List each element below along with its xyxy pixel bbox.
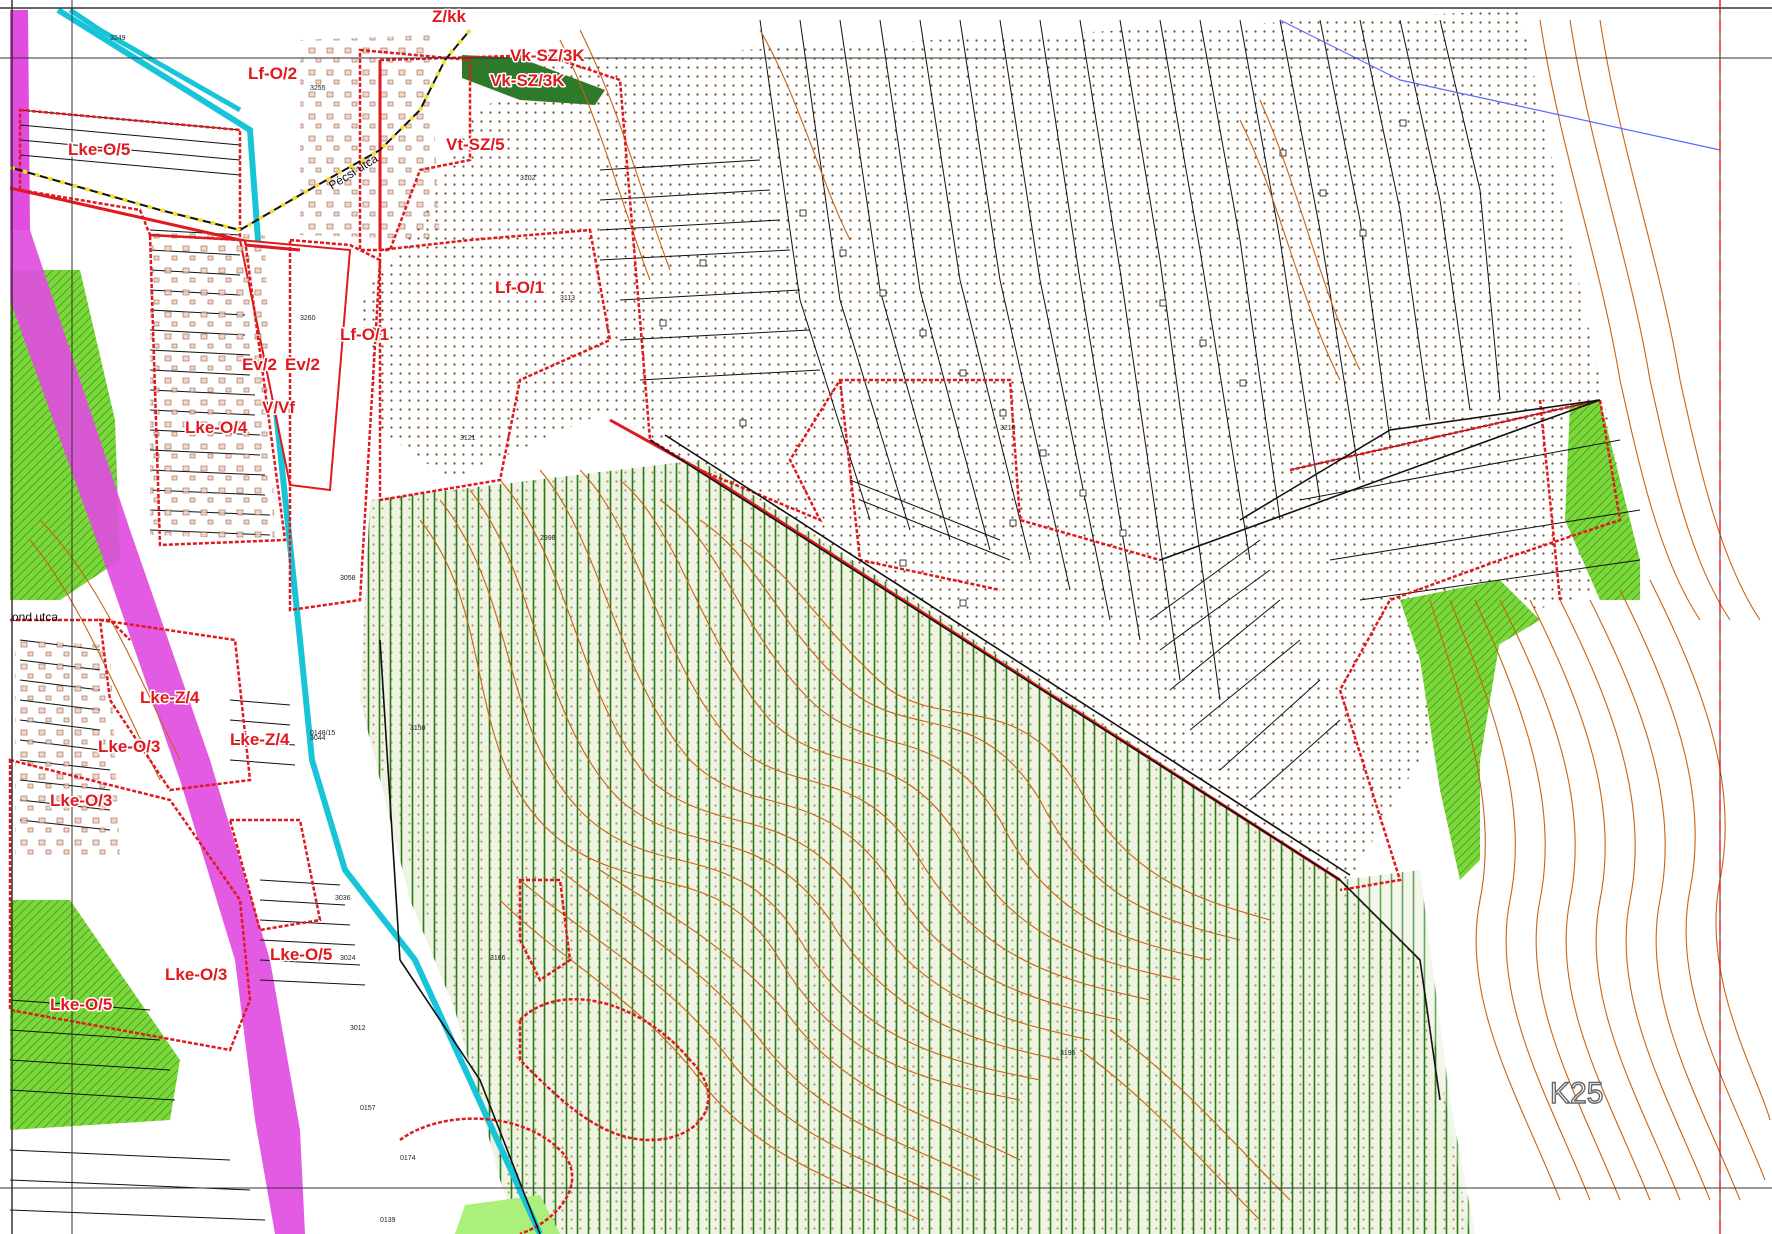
zone-label-vk-sz-3k: Vk-SZ/3K [490, 71, 565, 90]
zone-label-lf-o-1: Lf-O/1 [495, 278, 544, 297]
zone-label-v-vf: V/Vf [262, 398, 295, 417]
zone-label-ev-2: Ev/2 [242, 355, 277, 374]
zone-label-lke-o-5: Lke-O/5 [68, 140, 130, 159]
zone-label-vt-sz-5: Vt-SZ/5 [446, 135, 505, 154]
road-corridor [10, 230, 305, 1234]
utility-line [1279, 19, 1721, 151]
parcel-lines-east [599, 19, 1641, 801]
parcel-number: 3044 [310, 735, 326, 742]
zone-label-lke-z-4: Lke-Z/4 [230, 730, 290, 749]
zone-label-lke-z-4: Lke-Z/4 [140, 688, 200, 707]
buildings-west [150, 230, 275, 540]
sheet-index-label: K25 [1550, 1077, 1603, 1110]
parcel-number: 3260 [300, 315, 316, 322]
zone-label-lke-o-4: Lke-O/4 [185, 418, 248, 437]
parcel-number: 0157 [360, 1105, 376, 1112]
parcel-number: 3210 [1000, 425, 1016, 432]
contour-lines [29, 19, 1771, 1221]
zone-boundaries [8, 48, 1622, 1234]
parcel-number: 3196 [1060, 1050, 1076, 1057]
zone-label-z-kk: Z/kk [432, 7, 467, 26]
road-edges [379, 399, 1601, 1234]
parcel-number: 0174 [400, 1155, 416, 1162]
parcel-number: 2998 [540, 535, 556, 542]
parcel-number: 3255 [310, 85, 326, 92]
water-channel-upper [68, 7, 242, 113]
parcel-number: 0148/15 [310, 730, 335, 737]
parcel-number: 3249 [110, 35, 126, 42]
channel-strip [238, 238, 352, 492]
green-strip-east-3 [1420, 640, 1500, 880]
zone-label-ev-2: Ev/2 [285, 355, 320, 374]
buildings-north [300, 35, 440, 240]
zone-label-vk-sz-3k: Vk-SZ/3K [510, 46, 585, 65]
zone-label-lf-o-2: Lf-O/2 [248, 64, 297, 83]
zone-label-lke-o-5: Lke-O/5 [270, 945, 332, 964]
parcel-number-labels: 3249 3255 3260 3102 3113 3121 3058 3044 … [110, 35, 1076, 1224]
dark-green-plot [462, 55, 605, 105]
parcel-number: 3036 [335, 895, 351, 902]
zone-label-lke-o-3: Lke-O/3 [50, 791, 112, 810]
green-strip-east-2 [1400, 580, 1540, 660]
zone-label-lke-o-3: Lke-O/3 [98, 737, 160, 756]
parcel-number: 3102 [520, 175, 536, 182]
parcel-number: 3150 [410, 725, 426, 732]
water-channel [56, 7, 543, 1234]
settlement-boundary-dots [10, 28, 472, 233]
street-label-fond: ond utca [12, 610, 58, 624]
forest-dot-overlay [360, 460, 1470, 1234]
parcel-number: 3012 [350, 1025, 366, 1032]
parcel-number: 0139 [380, 1217, 396, 1224]
parcel-number: 3113 [560, 295, 575, 302]
zone-label-lke-o-5: Lke-O/5 [50, 995, 112, 1014]
zone-labels: Z/kk Vk-SZ/3K Vk-SZ/3K Lf-O/2 Lke-O/5 Vt… [49, 6, 587, 1016]
house-markers-east [659, 119, 1407, 607]
parcel-number: 3121 [460, 435, 476, 442]
parcel-number: 3024 [340, 955, 356, 962]
parcel-number: 3058 [340, 575, 356, 582]
zone-label-lke-o-3: Lke-O/3 [165, 965, 227, 984]
green-area-west-lower [10, 900, 180, 1130]
zone-label-lf-o-1: Lf-O/1 [340, 325, 389, 344]
parcel-number: 3166 [490, 955, 506, 962]
green-strip-east-1 [1565, 400, 1640, 600]
buildings-southwest [15, 640, 120, 860]
